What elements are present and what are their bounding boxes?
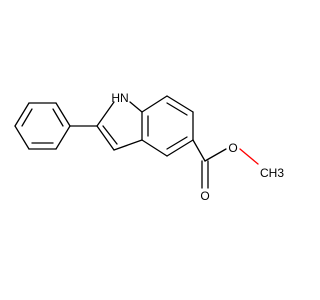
bond bbox=[166, 139, 194, 157]
pyrrole-ring bbox=[96, 101, 143, 151]
carbonyl-carbon-to-o-bond bbox=[204, 148, 227, 162]
double-bond-inner bbox=[102, 125, 118, 145]
bond bbox=[129, 101, 143, 113]
ring-carbonyl-bond bbox=[192, 139, 206, 162]
double-bond-inner bbox=[166, 136, 188, 150]
ester-group bbox=[192, 139, 259, 189]
nh-label: HN bbox=[111, 91, 128, 105]
bond bbox=[96, 125, 115, 151]
bond bbox=[96, 101, 115, 127]
bond bbox=[166, 95, 194, 113]
benzo-ring bbox=[141, 95, 194, 157]
bond bbox=[14, 125, 30, 150]
ester-oxygen-label: O bbox=[228, 141, 237, 155]
molecule-drawing: HN O O CH3 bbox=[14, 91, 284, 203]
ester-oxygen-bond bbox=[239, 148, 259, 165]
methyl-label: CH3 bbox=[260, 166, 284, 180]
bond bbox=[55, 125, 71, 150]
bond bbox=[14, 102, 30, 127]
double-bond-inner bbox=[52, 108, 64, 127]
bond bbox=[141, 95, 168, 113]
phenyl-ring bbox=[14, 102, 71, 150]
structure-canvas: HN O O CH3 bbox=[14, 91, 285, 204]
double-bond-inner bbox=[21, 108, 33, 127]
double-bond-inner bbox=[166, 102, 188, 116]
carbonyl-oxygen-label: O bbox=[200, 189, 209, 203]
bond bbox=[55, 102, 71, 127]
bond bbox=[113, 139, 143, 151]
bond bbox=[141, 139, 168, 157]
